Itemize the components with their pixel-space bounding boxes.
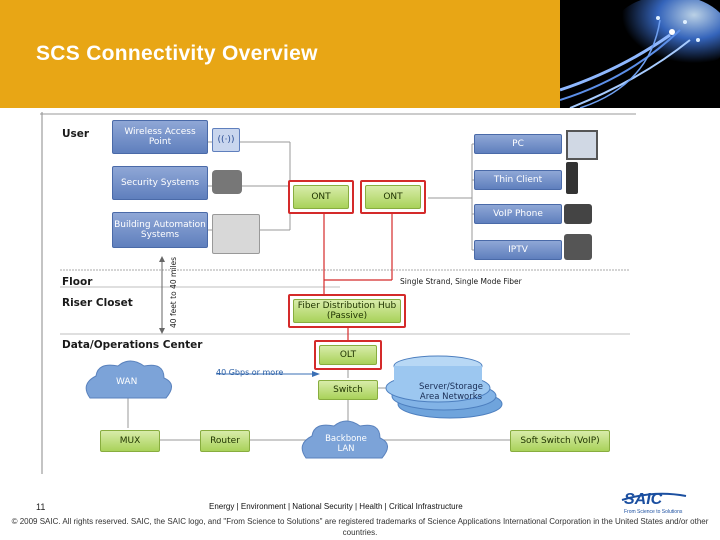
- soft-switch-box: Soft Switch (VoIP): [510, 430, 610, 452]
- wireless-access-point-box: Wireless Access Point: [112, 120, 208, 154]
- fiber-hub-box: Fiber Distribution Hub (Passive): [293, 299, 401, 323]
- ont-2-box: ONT: [365, 185, 421, 209]
- wifi-icon: ((·)): [212, 128, 240, 152]
- svg-text:From Science to Solutions: From Science to Solutions: [624, 509, 683, 515]
- camera-icon: [212, 170, 242, 194]
- iptv-box: IPTV: [474, 240, 562, 260]
- saic-logo-icon: SAIC From Science to Solutions: [621, 491, 687, 515]
- backbone-lan-label: Backbone LAN: [325, 434, 367, 454]
- monitor-icon: [566, 130, 598, 160]
- section-riser-closet: Riser Closet: [62, 297, 133, 309]
- fiber-hub-subtitle: (Passive): [326, 311, 368, 321]
- fiber-optic-icon: [560, 0, 720, 108]
- section-data-center: Data/Operations Center: [62, 339, 203, 351]
- ont-1-frame: ONT: [288, 180, 354, 214]
- ont-1-box: ONT: [293, 185, 349, 209]
- mux-box: MUX: [100, 430, 160, 452]
- ont-2-frame: ONT: [360, 180, 426, 214]
- olt-box: OLT: [319, 345, 377, 365]
- olt-frame: OLT: [314, 340, 382, 370]
- pc-box: PC: [474, 134, 562, 154]
- footer-copyright: © 2009 SAIC. All rights reserved. SAIC, …: [11, 517, 709, 537]
- switch-box: Switch: [318, 380, 378, 400]
- connectivity-diagram: User Floor Riser Closet Data/Operations …: [40, 112, 636, 474]
- fiber-hub-frame: Fiber Distribution Hub (Passive): [288, 294, 406, 328]
- saic-logo: SAIC From Science to Solutions: [618, 482, 690, 516]
- wan-cloud-label: WAN: [116, 377, 138, 387]
- router-box: Router: [200, 430, 250, 452]
- header-banner: SCS Connectivity Overview: [0, 0, 560, 108]
- speed-label: 40 Gbps or more: [216, 368, 284, 377]
- voip-phone-box: VoIP Phone: [474, 204, 562, 224]
- video-camera-icon: [564, 234, 592, 260]
- thin-client-box: Thin Client: [474, 170, 562, 190]
- control-panel-icon: [212, 214, 260, 254]
- footer-tagline: Energy | Environment | National Security…: [209, 502, 463, 511]
- diagram-lines: [40, 112, 636, 474]
- building-automation-box: Building Automation Systems: [112, 212, 208, 248]
- svg-text:SAIC: SAIC: [624, 491, 663, 508]
- fiber-hub-title: Fiber Distribution Hub: [297, 301, 397, 311]
- distance-label: 40 feet to 40 miles: [168, 257, 178, 328]
- storage-label: Server/Storage Area Networks: [419, 382, 483, 402]
- section-floor: Floor: [62, 276, 93, 288]
- fiber-optic-image: [560, 0, 720, 108]
- security-systems-box: Security Systems: [112, 166, 208, 200]
- section-user: User: [62, 128, 90, 140]
- strand-label: Single Strand, Single Mode Fiber: [400, 277, 522, 286]
- page-title: SCS Connectivity Overview: [36, 42, 318, 65]
- thin-client-icon: [566, 162, 578, 194]
- page-number: 11: [36, 502, 46, 512]
- phone-icon: [564, 204, 592, 224]
